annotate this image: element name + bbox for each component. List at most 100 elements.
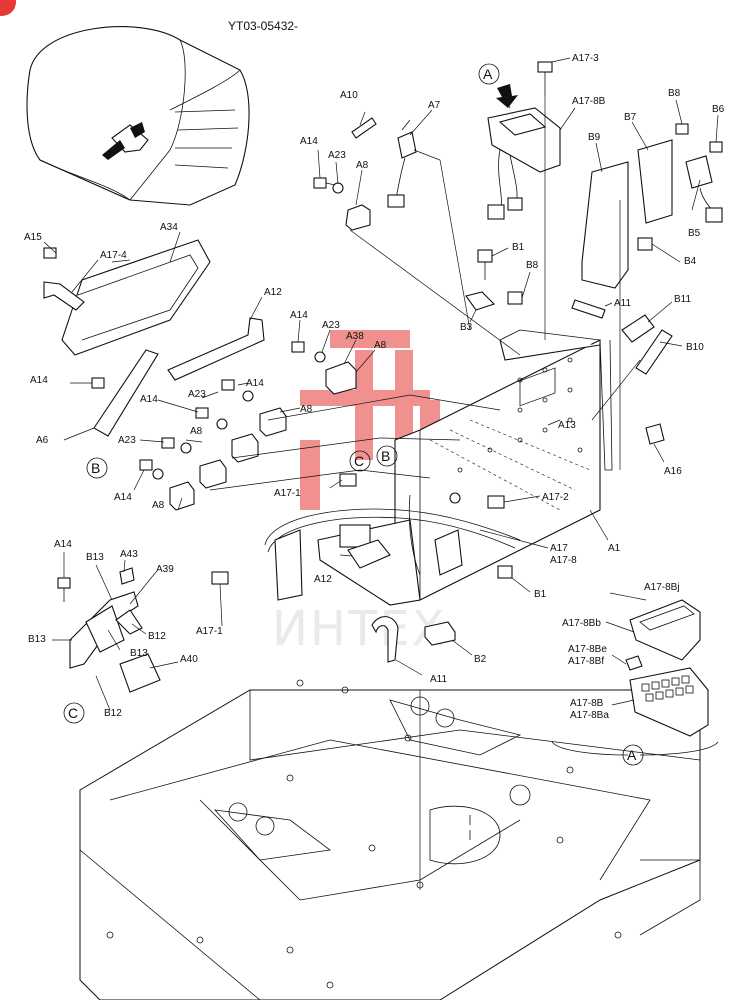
callout-a15: A15 [24, 232, 42, 243]
callout-b4: B4 [684, 256, 697, 267]
bolt-b1-top [477, 249, 493, 280]
callout-a17-4: A17-4 [100, 250, 127, 261]
callout-a17-8b-top: A17-8B [572, 96, 606, 107]
bolt-b8-top [675, 123, 689, 135]
callout-a23-c: A23 [188, 389, 206, 400]
callout-a16: A16 [664, 466, 682, 477]
callout-a8-b: A8 [374, 340, 387, 351]
callout-a8-d: A8 [190, 426, 203, 437]
callout-a23-d: A23 [118, 435, 136, 446]
pin-a10 [351, 117, 377, 139]
callout-a38: A38 [346, 331, 364, 342]
watermark: ИНТЕХ [272, 330, 447, 657]
callout-a17: A17 [550, 543, 568, 554]
callout-a14-d: A14 [246, 378, 264, 389]
callout-b8-b: B8 [526, 260, 539, 271]
callout-a14-a: A14 [300, 136, 318, 147]
callout-a17-8b-detail: A17-8B [570, 698, 604, 709]
switch-assembly [57, 567, 161, 693]
callout-a34: A34 [160, 222, 178, 233]
callout-a8-c: A8 [300, 404, 313, 415]
detail-a [551, 599, 719, 756]
clip-a8-top [345, 204, 371, 231]
callout-b6: B6 [712, 104, 725, 115]
sleeve-a16 [645, 423, 665, 445]
svg-text:C: C [68, 705, 78, 721]
callout-b8-a: B8 [668, 88, 681, 99]
callout-b13-b: B13 [28, 634, 46, 645]
callout-b5: B5 [688, 228, 701, 239]
callout-a40: A40 [180, 654, 198, 665]
callout-a14-e: A14 [140, 394, 158, 405]
callout-a17-8bb: A17-8Bb [562, 618, 601, 629]
svg-text:A: A [483, 66, 493, 82]
bolt-a14-top [313, 177, 336, 189]
circle-ref-c-center: C [349, 450, 371, 472]
callout-a11-b: A11 [430, 674, 447, 685]
callout-a17-8ba: A17-8Ba [570, 710, 609, 721]
bolt-b4 [637, 237, 653, 251]
operator-seat [26, 26, 250, 206]
callout-a17-3: A17-3 [572, 53, 599, 64]
callout-b13-a: B13 [86, 552, 104, 563]
callout-a11-a: A11 [614, 298, 631, 309]
callout-a8-e: A8 [152, 500, 165, 511]
clamp-a11-bottom [371, 616, 399, 663]
callout-labels: A17-3 A17-8B A10 A7 A14 A23 A8 B8 B6 B7 … [24, 53, 725, 721]
callout-b13-c: B13 [130, 648, 148, 659]
callout-a23-a: A23 [328, 150, 346, 161]
plate-b7 [637, 139, 673, 224]
callout-a13: A13 [558, 420, 576, 431]
drawing-code: YT03-05432- [228, 19, 298, 33]
callout-b12-b: B12 [104, 708, 122, 719]
svg-text:A: A [627, 747, 637, 763]
watermark-text: ИНТЕХ [272, 601, 447, 657]
bolt-b6 [709, 141, 723, 153]
callout-a1: A1 [608, 543, 621, 554]
bolt-b8-mid [507, 291, 523, 305]
circle-ref-b-left: B [86, 457, 108, 479]
callout-b7: B7 [624, 112, 637, 123]
callout-a12-b: A12 [314, 574, 332, 585]
callout-a14-g: A14 [54, 539, 72, 550]
callout-b1-b: B1 [534, 589, 547, 600]
bracket-a12-lower [347, 539, 391, 569]
callout-a14-f: A14 [114, 492, 132, 503]
callout-a17-1-b: A17-1 [196, 626, 223, 637]
circle-ref-a-detail: A [622, 744, 644, 766]
callout-a17-2: A17-2 [542, 492, 569, 503]
fuse-box-a17-8b [487, 107, 561, 220]
bolt-a17-1-b [211, 571, 229, 585]
callout-b11: B11 [674, 294, 691, 305]
cover-a34 [61, 239, 211, 356]
clip-group-mid [139, 341, 357, 511]
svg-text:C: C [354, 453, 364, 469]
callout-a17-8: A17-8 [550, 555, 577, 566]
callout-a6: A6 [36, 435, 49, 446]
callout-b12-a: B12 [148, 631, 166, 642]
arrow-icon [496, 84, 518, 108]
callout-a14-b: A14 [290, 310, 308, 321]
bracket-a17-4 [43, 281, 85, 311]
corner-badge [0, 0, 16, 16]
cushion-b2 [424, 621, 456, 646]
circle-ref-b-center: B [376, 445, 398, 467]
bolt-a15 [43, 247, 57, 259]
callout-a8-a: A8 [356, 160, 369, 171]
circle-ref-a-top: A [478, 63, 500, 85]
callout-a7: A7 [428, 100, 441, 111]
sleeve-b11 [621, 314, 655, 343]
callout-a17-8bj: A17-8Bj [644, 582, 680, 593]
callout-a17-1-a: A17-1 [274, 488, 301, 499]
pin-a11-top [571, 299, 606, 319]
bolt-a17-3 [537, 61, 553, 96]
plate-b3 [465, 291, 496, 311]
callout-a12-a: A12 [264, 287, 282, 298]
callout-a17-8bf: A17-8Bf [568, 656, 604, 667]
callout-a43: A43 [120, 549, 138, 560]
callout-a23-b: A23 [322, 320, 340, 331]
bolt-a17-1-a [339, 473, 357, 487]
connector-a7 [387, 119, 417, 208]
washer-a23-top [332, 182, 344, 194]
